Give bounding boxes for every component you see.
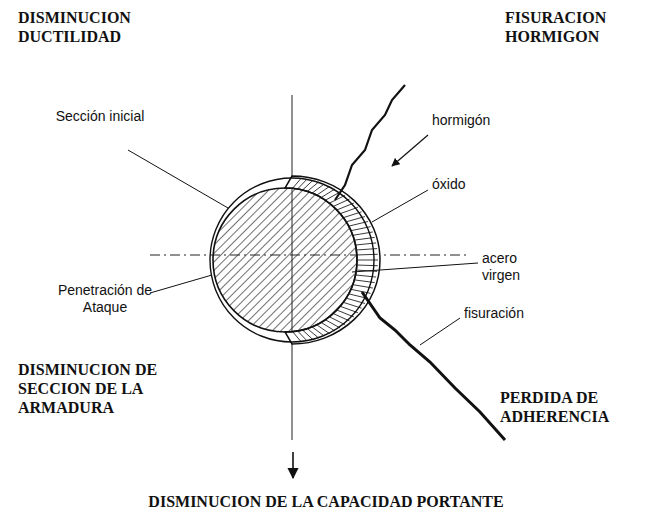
effect-label: PERDIDA DE ADHERENCIA [500,388,640,426]
leader-line [352,263,478,272]
result-arrow [292,452,294,478]
part-label: fisuración [464,305,554,322]
leader-line [420,318,460,345]
oxide-stroke [357,265,378,267]
virgin-steel [213,188,357,332]
oxide-stroke [357,260,378,261]
part-label: Sección inicial [55,108,145,125]
part-label: hormigón [432,112,522,129]
oxide-stroke [357,254,378,256]
oxide-stroke [312,327,324,336]
oxide-stroke [293,332,301,342]
effect-label: DISMINUCION DUCTILIDAD [18,8,158,46]
oxide-stroke [307,182,318,192]
effect-label: DISMINUCION DE SECCION DE LA ARMADURA [18,360,168,418]
crack-upper [335,85,405,200]
leader-line [150,275,212,293]
part-label: Penetración de Ataque [55,282,155,316]
part-label: óxido [432,176,512,193]
leader-line [128,150,228,208]
part-label: acero virgen [482,250,542,284]
effect-label: FISURACION HORMIGON [505,8,645,46]
result-label: DISMINUCION DE LA CAPACIDAD PORTANTE [10,492,642,511]
oxide-stroke [317,325,330,334]
leader-arrow [392,135,428,166]
initial-section [210,178,374,342]
leader-line [372,190,428,222]
